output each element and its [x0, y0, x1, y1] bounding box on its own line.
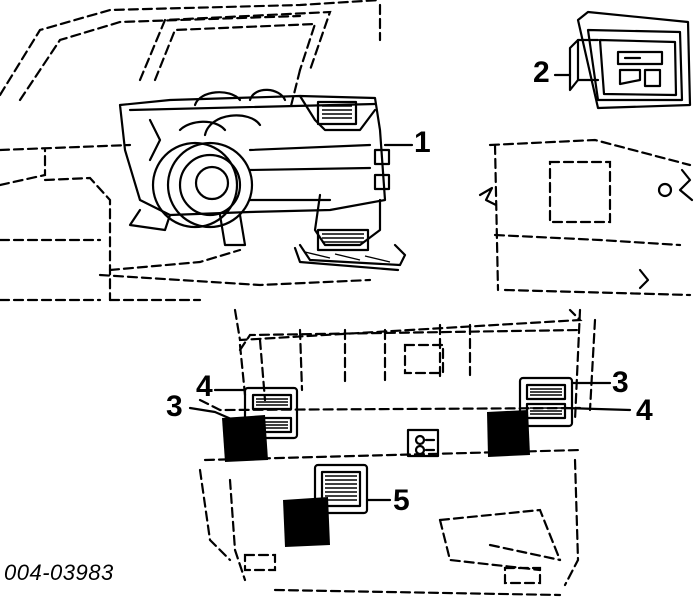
- panel-outline: [478, 138, 694, 297]
- reference-code: 004-03983: [4, 560, 114, 585]
- callout-2: 2: [533, 56, 550, 89]
- center-vent-icon: [313, 463, 392, 515]
- heater-unit-icon: [118, 88, 414, 272]
- callout-3-left: 3: [166, 390, 183, 423]
- callout-4-left: 4: [196, 370, 213, 403]
- callout-5: 5: [393, 484, 410, 517]
- callout-3-right: 3: [612, 366, 629, 399]
- switch-module-icon: [553, 10, 692, 110]
- lower-dash-outline: [198, 308, 597, 597]
- dashboard-outline: [0, 0, 382, 302]
- vent-grille-icon: [188, 386, 299, 440]
- vent-grille-icon: [518, 376, 632, 428]
- callout-4-right: 4: [636, 394, 653, 427]
- callout-1: 1: [414, 126, 431, 159]
